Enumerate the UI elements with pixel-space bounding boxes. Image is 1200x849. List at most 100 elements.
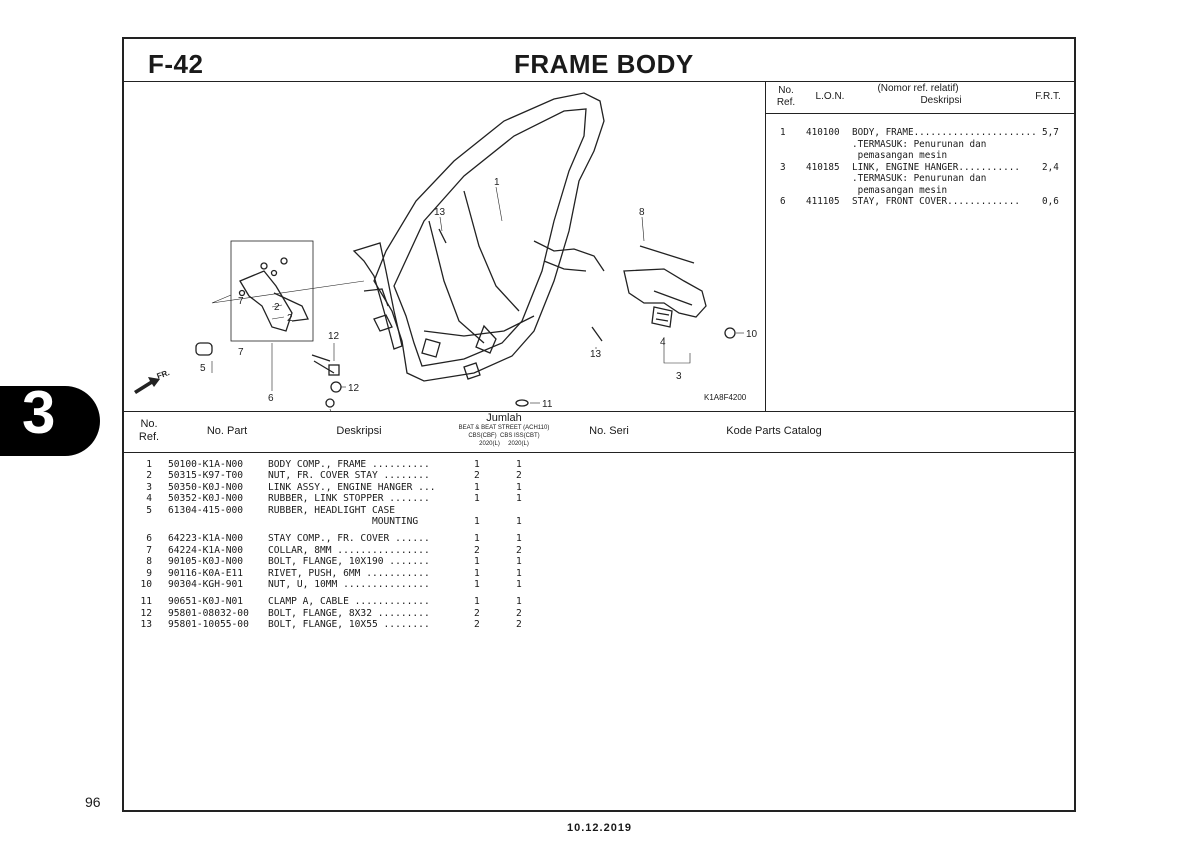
title-row: F-42 FRAME BODY <box>124 39 1074 82</box>
part-number: 50350-K0J-N00 <box>168 481 244 493</box>
part-ref: 3 <box>146 481 152 493</box>
lon-desc: BODY, FRAME...................... <box>852 127 1037 138</box>
part-number: 90105-K0J-N00 <box>168 556 244 568</box>
part-description: BOLT, FLANGE, 10X190 ....... <box>268 556 430 568</box>
catalog-page-frame: F-42 FRAME BODY <box>122 37 1076 812</box>
qty-cbs: 1 <box>474 516 480 527</box>
part-ref: 5 <box>146 504 152 516</box>
qty-cbs-iss: 1 <box>516 459 522 470</box>
part-description: RIVET, PUSH, 6MM ........... <box>268 567 430 579</box>
qty-cbs: 1 <box>474 459 480 470</box>
callout-8: 8 <box>639 207 645 218</box>
part-ref: 1 <box>146 459 152 470</box>
qty-cbs-iss: 1 <box>516 533 522 545</box>
parts-table-row: 3 50350-K0J-N00 LINK ASSY., ENGINE HANGER … <box>124 482 1074 493</box>
parts-col-jumlah-years: 2020(L) 2020(L) <box>479 441 529 447</box>
parts-table-row: MOUNTING 1 1 <box>124 516 1074 527</box>
part-number: 64224-K1A-N00 <box>168 544 244 556</box>
parts-col-jumlah: Jumlah <box>486 412 522 424</box>
parts-col-no-ref: No. Ref. <box>138 418 160 443</box>
print-date: 10.12.2019 <box>567 822 633 834</box>
part-number: 61304-415-000 <box>168 504 244 516</box>
lon-desc: .TERMASUK: Penurunan dan <box>852 173 987 184</box>
frame-illustration: FR. 1 13 8 7 2 2 7 12 5 6 12 9 13 4 10 3… <box>134 92 758 430</box>
lon-desc: pemasangan mesin <box>852 150 948 161</box>
lon-code: 411105 <box>806 196 840 207</box>
part-ref: 12 <box>140 607 152 619</box>
callout-2-upper: 2 <box>274 302 280 313</box>
qty-cbs: 2 <box>474 544 480 556</box>
lon-table: No. Ref. L.O.N. (Nomor ref. relatif) Des… <box>766 81 1074 411</box>
qty-cbs: 2 <box>474 470 480 482</box>
part-description: MOUNTING <box>268 516 419 527</box>
callout-4: 4 <box>660 337 666 348</box>
qty-cbs: 2 <box>474 619 480 631</box>
part-number: 64223-K1A-N00 <box>168 533 244 545</box>
qty-cbs: 1 <box>474 533 480 545</box>
page-title: FRAME BODY <box>514 49 694 79</box>
lon-code: 410100 <box>806 127 840 138</box>
lon-frt: 2,4 <box>1042 161 1059 173</box>
part-description: BOLT, FLANGE, 8X32 ......... <box>268 607 430 619</box>
callout-11: 11 <box>542 399 553 410</box>
part-ref: 8 <box>146 556 152 568</box>
lon-ref: 6 <box>780 196 786 207</box>
callout-2-lower: 2 <box>287 313 293 324</box>
qty-cbs: 1 <box>474 493 480 505</box>
part-number: 50315-K97-T00 <box>168 470 244 482</box>
part-number: 95801-10055-00 <box>168 619 249 631</box>
parts-col-no-seri: No. Seri <box>589 425 629 437</box>
part-ref: 13 <box>140 619 152 631</box>
callout-10: 10 <box>746 329 758 340</box>
front-direction-label: FR. <box>156 368 171 381</box>
lon-desc: .TERMASUK: Penurunan dan <box>852 138 987 150</box>
lon-desc: STAY, FRONT COVER............. <box>852 196 1020 207</box>
qty-cbs-iss: 2 <box>516 544 522 556</box>
part-description: RUBBER, LINK STOPPER ....... <box>268 493 430 505</box>
parts-col-deskripsi: Deskripsi <box>336 425 382 437</box>
part-ref: 7 <box>146 544 152 556</box>
qty-cbs-iss: 1 <box>516 556 522 568</box>
qty-cbs-iss: 1 <box>516 579 522 590</box>
exploded-diagram: FR. 1 13 8 7 2 2 7 12 5 6 12 9 13 4 10 3… <box>124 81 766 430</box>
lon-ref: 3 <box>780 161 786 173</box>
section-number: 3 <box>22 379 56 446</box>
parts-table-row: 12 95801-08032-00 BOLT, FLANGE, 8X32 .....… <box>124 608 1074 619</box>
section-tab <box>0 386 100 456</box>
qty-cbs: 1 <box>474 481 480 493</box>
part-ref: 9 <box>146 567 152 579</box>
parts-col-jumlah-variants: CBS(CBF) CBS ISS(CBT) <box>468 433 540 439</box>
parts-table-row: 9 90116-K0A-E11 RIVET, PUSH, 6MM .........… <box>124 568 1074 579</box>
qty-cbs-iss: 2 <box>516 607 522 619</box>
lon-col-frt: F.R.T. <box>1035 91 1061 102</box>
part-ref: 10 <box>140 579 152 590</box>
part-ref: 11 <box>140 596 152 608</box>
callout-7-lower: 7 <box>238 347 244 358</box>
qty-cbs-iss: 1 <box>516 567 522 579</box>
callout-7-upper: 7 <box>238 296 244 307</box>
part-description: CLAMP A, CABLE ............. <box>268 596 430 608</box>
part-number: 90116-K0A-E11 <box>168 567 244 579</box>
part-number: 95801-08032-00 <box>168 607 249 619</box>
qty-cbs: 1 <box>474 556 480 568</box>
qty-cbs: 1 <box>474 567 480 579</box>
lon-table-header: No. Ref. L.O.N. (Nomor ref. relatif) Des… <box>766 81 1074 114</box>
lon-col-deskripsi-note: (Nomor ref. relatif) <box>877 83 959 94</box>
qty-cbs-iss: 1 <box>516 596 522 608</box>
callout-6: 6 <box>268 393 274 404</box>
part-ref: 6 <box>146 533 152 545</box>
part-ref: 2 <box>146 470 152 482</box>
callout-3: 3 <box>676 371 682 382</box>
lon-frt: 0,6 <box>1042 196 1059 207</box>
lon-ref: 1 <box>780 127 786 138</box>
part-number: 90651-K0J-N01 <box>168 596 244 608</box>
callout-13-right: 13 <box>590 349 602 360</box>
page-number: 96 <box>85 794 101 810</box>
qty-cbs-iss: 1 <box>516 516 522 527</box>
lon-col-deskripsi: Deskripsi <box>920 95 962 106</box>
part-description: LINK ASSY., ENGINE HANGER ... <box>268 481 436 493</box>
